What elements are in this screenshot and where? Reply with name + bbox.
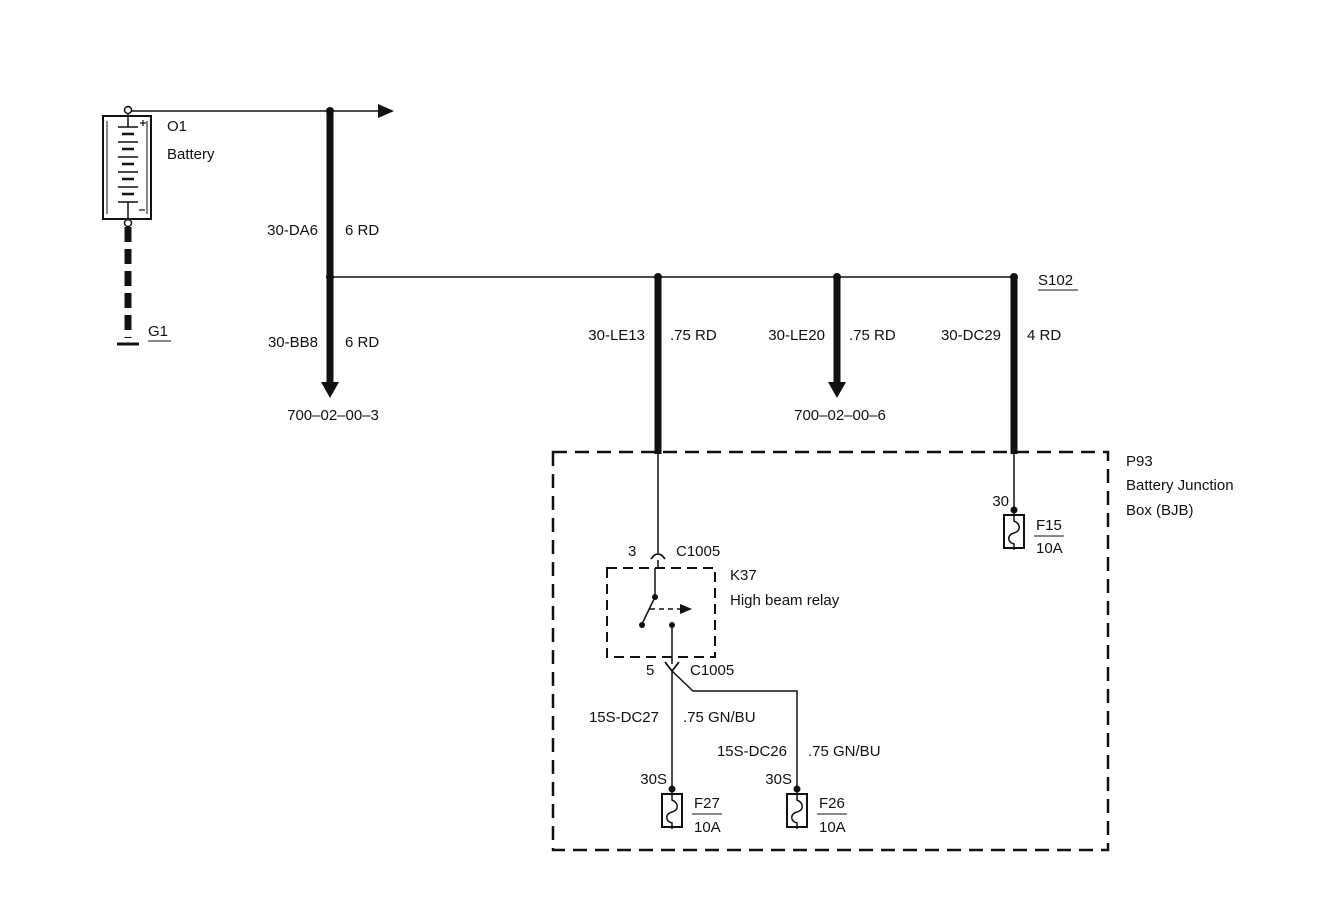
relay-name: High beam relay — [730, 592, 840, 609]
junction-box-name-line1: Battery Junction — [1126, 477, 1234, 494]
wire-30-le20-arrow — [828, 382, 846, 398]
wire-30-bb8-reference: 700–02–00–3 — [287, 407, 379, 424]
f15-fuse-symbol — [1003, 513, 1025, 550]
wire-30-da6-spec: 6 RD — [345, 222, 379, 239]
f15-pin-node — [1010, 506, 1018, 514]
f26-rating: 10A — [819, 819, 846, 836]
f26-pin-node — [793, 785, 801, 793]
f15-rating: 10A — [1036, 540, 1063, 557]
wire-15s-dc26 — [671, 670, 798, 789]
relay-pin-in: 3 — [628, 543, 636, 560]
relay-k37-outline — [606, 567, 716, 658]
f15-pin: 30 — [992, 493, 1009, 510]
connector-c1005-input — [650, 553, 666, 560]
f27-id: F27 — [694, 795, 720, 812]
wire-30-le20-circuit: 30-LE20 — [768, 327, 825, 344]
wire-15s-dc26-circuit: 15S-DC26 — [717, 743, 787, 760]
ground-id: G1 — [148, 323, 168, 340]
battery-negative-terminal — [123, 218, 133, 228]
f27-fuse-symbol — [661, 792, 683, 829]
f27-pin-node — [668, 785, 676, 793]
f26-id: F26 — [819, 795, 845, 812]
wire-30-bb8-spec: 6 RD — [345, 334, 379, 351]
relay-connector-in: C1005 — [676, 543, 720, 560]
f15-id: F15 — [1036, 517, 1062, 534]
junction-box-name-line2: Box (BJB) — [1126, 502, 1194, 519]
wire-30-bb8-circuit: 30-BB8 — [268, 334, 318, 351]
wire-30-le20-reference: 700–02–00–6 — [794, 407, 886, 424]
wire-30-le20-spec: .75 RD — [849, 327, 896, 344]
f26-fuse-symbol — [786, 792, 808, 829]
wire-15s-dc27-circuit: 15S-DC27 — [589, 709, 659, 726]
relay-pin-out: 5 — [646, 662, 654, 679]
battery-name: Battery — [167, 146, 215, 163]
battery-id: O1 — [167, 118, 187, 135]
wire-30-le13-spec: .75 RD — [670, 327, 717, 344]
battery-symbol — [102, 110, 152, 223]
battery-positive-terminal — [123, 105, 133, 115]
relay-switch-symbol — [639, 568, 692, 657]
relay-connector-out: C1005 — [690, 662, 734, 679]
wire-30-dc29-circuit: 30-DC29 — [941, 327, 1001, 344]
splice-id: S102 — [1038, 272, 1073, 289]
f27-pin: 30S — [640, 771, 667, 788]
wire-30-bb8-arrow — [321, 382, 339, 398]
top-bus-arrow — [378, 104, 394, 118]
f27-rating: 10A — [694, 819, 721, 836]
wire-15s-dc26-spec: .75 GN/BU — [808, 743, 881, 760]
wire-15s-dc27-spec: .75 GN/BU — [683, 709, 756, 726]
relay-id: K37 — [730, 567, 757, 584]
junction-box-id: P93 — [1126, 453, 1153, 470]
wire-30-da6-circuit: 30-DA6 — [267, 222, 318, 239]
wire-30-le13-circuit: 30-LE13 — [588, 327, 645, 344]
wire-30-dc29-spec: 4 RD — [1027, 327, 1061, 344]
battery-junction-box-outline — [551, 450, 1110, 852]
f26-pin: 30S — [765, 771, 792, 788]
